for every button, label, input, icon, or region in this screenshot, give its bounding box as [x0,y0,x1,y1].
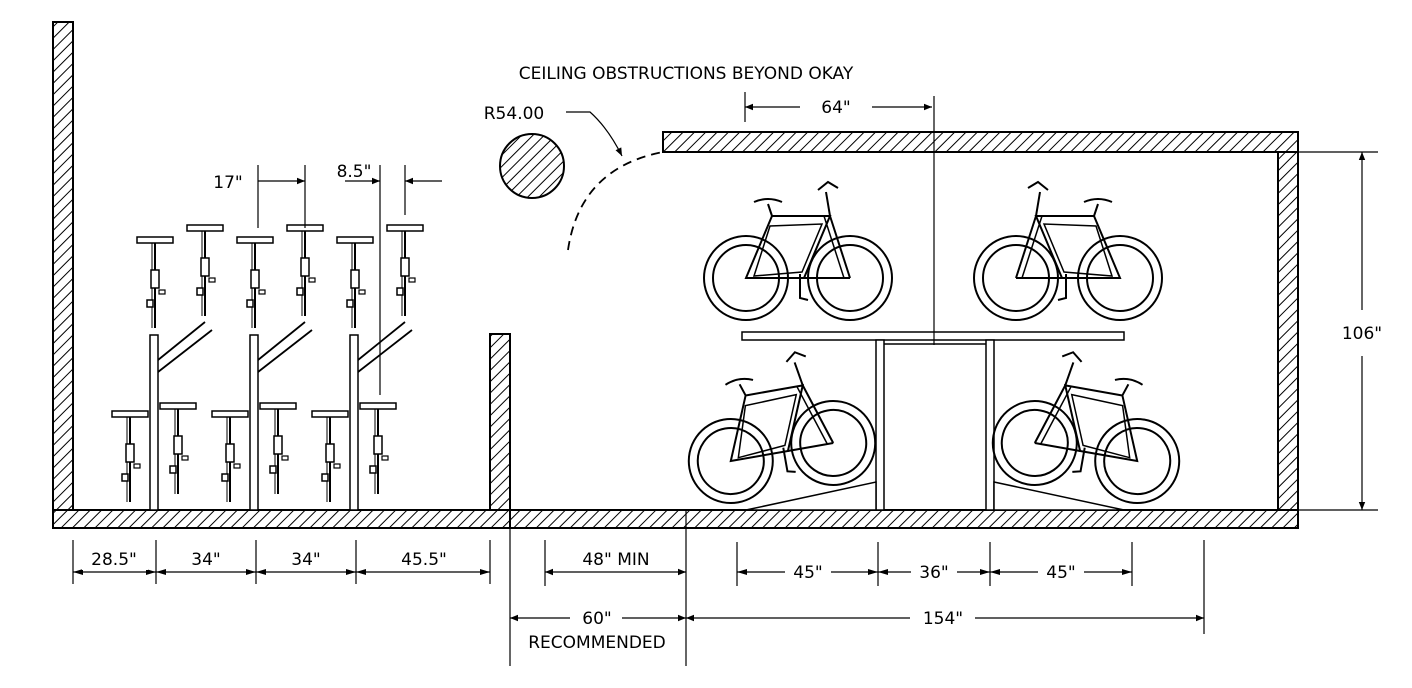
dim-154-label: 154" [923,609,963,629]
left-wall [52,21,74,511]
dim-45-left-label: 45" [793,563,822,583]
ceiling-note: CEILING OBSTRUCTIONS BEYOND OKAY [519,64,854,84]
right-wall [1277,151,1299,511]
recommended-label: RECOMMENDED [528,633,666,653]
dimension-106: 106" [1298,151,1382,511]
dimension-48-min: 48" MIN [544,540,686,586]
dim-45-5-label: 45.5" [401,550,447,570]
dim-28-5-label: 28.5" [91,550,137,570]
dim-34-first-label: 34" [191,550,220,570]
two-tier-rack [741,96,1125,511]
dim-17-label: 17" [213,173,242,193]
lower-bikes [671,340,1197,511]
rack-dimension-chain: 45" 36" 45" [736,542,1133,586]
partition-wall [489,333,511,511]
aisle-floor [509,509,1299,529]
dim-60-label: 60" [582,609,611,629]
dim-106-label: 106" [1342,324,1382,344]
dim-64-label: 64" [821,98,850,118]
dimension-60-and-154: 60" RECOMMENDED 154" [509,510,1205,666]
dim-34-second-label: 34" [291,550,320,570]
upper-bikes [703,181,1163,321]
radius-label: R54.00 [484,104,544,124]
vertical-bike-rack [111,224,424,511]
right-ceiling [662,131,1299,153]
top-dimension-8-5: 8.5" [337,162,442,395]
ceiling-obstruction: R54.00 [484,104,664,251]
dimension-64: 64" [744,92,932,122]
left-floor [52,509,511,529]
dim-45-right-label: 45" [1046,563,1075,583]
top-dimension-17: 17" [213,165,306,228]
dim-36-label: 36" [919,563,948,583]
dim-48-min-label: 48" MIN [582,550,649,570]
dim-8-5-label: 8.5" [337,162,372,182]
left-dimension-chain: 28.5" 34" 34" 45.5" [72,540,491,584]
